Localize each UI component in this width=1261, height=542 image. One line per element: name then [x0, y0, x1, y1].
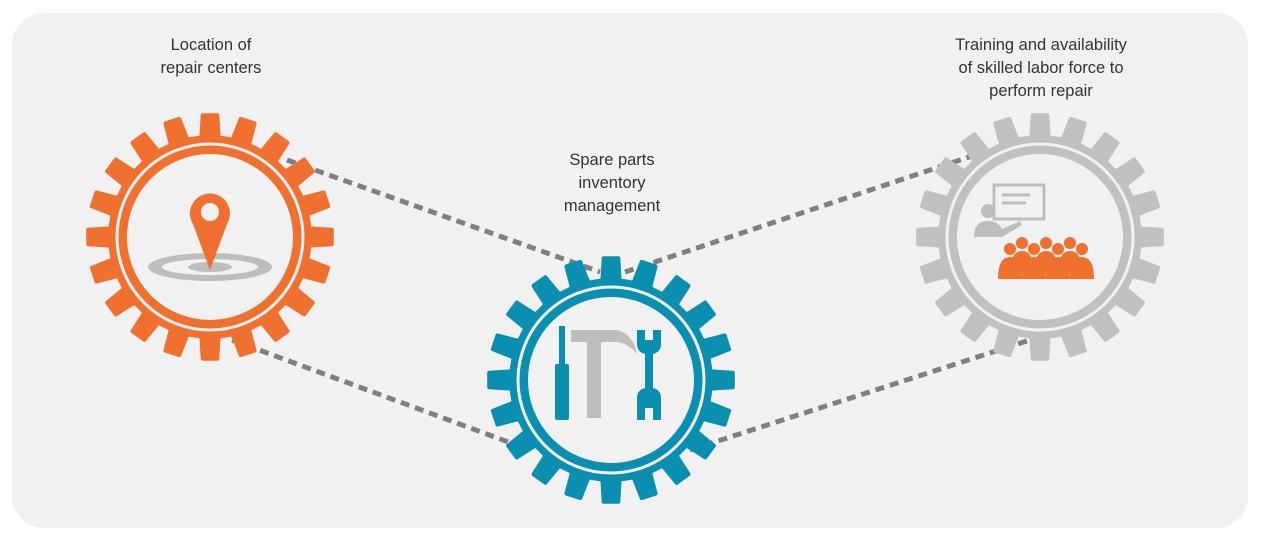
teacher-icon [974, 204, 1022, 237]
label-line: perform repair [989, 82, 1093, 100]
gear-ring [945, 142, 1135, 332]
gear-ring [952, 149, 1128, 325]
gear-spare-parts [487, 256, 735, 504]
map-pin-icon [148, 193, 272, 281]
label-line: of skilled labor force to [958, 59, 1124, 77]
person-head [1052, 243, 1064, 255]
person-body [1058, 251, 1082, 273]
label-line: Training and availability [955, 36, 1127, 54]
gear-training [916, 113, 1164, 361]
gear-inner-ring [522, 291, 700, 469]
person-head [1076, 243, 1088, 255]
label-line: Spare parts [569, 151, 655, 169]
label-location: Location of repair centers [161, 34, 262, 80]
gear-ring [115, 142, 305, 332]
connectors [231, 147, 1031, 453]
connector-location-to-spare-parts-bottom [231, 337, 531, 453]
label-line: inventory [578, 174, 646, 192]
person-head [1004, 243, 1016, 255]
person-body [1034, 251, 1058, 273]
audience-icon [998, 237, 1094, 279]
person-head [1016, 237, 1028, 249]
label-line: repair centers [160, 59, 262, 77]
tools-icon [555, 326, 661, 420]
connector-location-to-spare-parts-top [286, 157, 601, 275]
person-head [1040, 237, 1052, 249]
hammer-icon [571, 330, 637, 418]
person-head [1064, 237, 1076, 249]
presentation-board-icon [992, 183, 1046, 221]
screwdriver-icon [555, 326, 569, 420]
training-class-icon [974, 183, 1094, 279]
connector-spare-parts-to-training-bottom [689, 337, 1031, 453]
connector-spare-parts-to-training-top [624, 147, 991, 275]
label-line: management [563, 197, 661, 215]
gear-inner-ring [951, 148, 1129, 326]
label-spare-parts: Spare parts inventory management [564, 149, 660, 218]
label-training: Training and availability of skilled lab… [955, 34, 1127, 103]
person-head [1028, 243, 1040, 255]
wrench-icon [637, 330, 661, 420]
gear-inner-ring [121, 148, 299, 326]
person-body [1010, 251, 1034, 273]
gear-ring [516, 285, 706, 475]
label-line: Location of [170, 36, 252, 54]
